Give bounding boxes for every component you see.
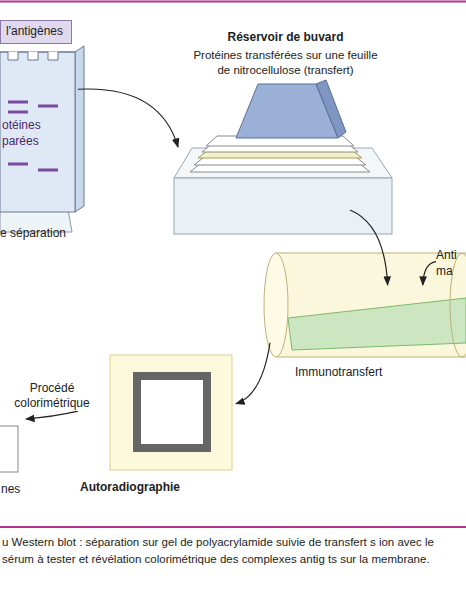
result-strip-box: nes [0,410,26,500]
gel-side [75,46,84,212]
antigen-box: l'antigènes [0,20,72,44]
frame-line [0,1,466,3]
frame-line [0,526,466,528]
protein-band [8,101,28,104]
film-frame [137,376,207,448]
autoradiography-film: Autoradiographie [78,352,236,500]
node-title: otéines parées [2,118,62,149]
part-label: e séparation [0,226,66,242]
protein-band [8,111,28,114]
membrane-strip [288,298,466,350]
node-body: Protéines transférées sur une feuille de… [186,48,386,78]
flow-arrow [423,262,436,285]
tube-end [264,253,288,357]
node-title: l'antigènes [6,24,63,40]
result-strip [0,426,18,472]
immunoblot-tube: Immunotransfert [270,285,466,390]
antibody-source: Anti ma [436,248,464,282]
film-sheet [110,355,232,470]
node-title: Réservoir de buvard [178,30,393,46]
gel-slab [0,52,75,212]
node-title: nes [1,482,26,498]
flow-arrow [236,343,270,404]
node-title: Autoradiographie [80,480,236,496]
buffer-tray [174,178,392,234]
flow-arrow [350,210,388,285]
gel-wells [0,52,75,60]
edge-label: Procédé colorimétrique [5,381,99,411]
gel-box: otéines parées [0,48,78,213]
figure-caption: u Western blot : séparation sur gel de p… [2,534,460,568]
tube-edge [276,357,466,358]
weight-side [316,80,346,138]
flow-arrow [78,89,178,147]
protein-band [38,105,58,108]
node-title: Immunotransfert [295,365,466,381]
blotting-reservoir: Réservoir de buvardProtéines transférées… [178,30,393,210]
node-title: Anti ma [436,248,462,279]
protein-band [8,163,28,166]
flow-arrow [26,411,78,419]
protein-band [38,169,58,172]
